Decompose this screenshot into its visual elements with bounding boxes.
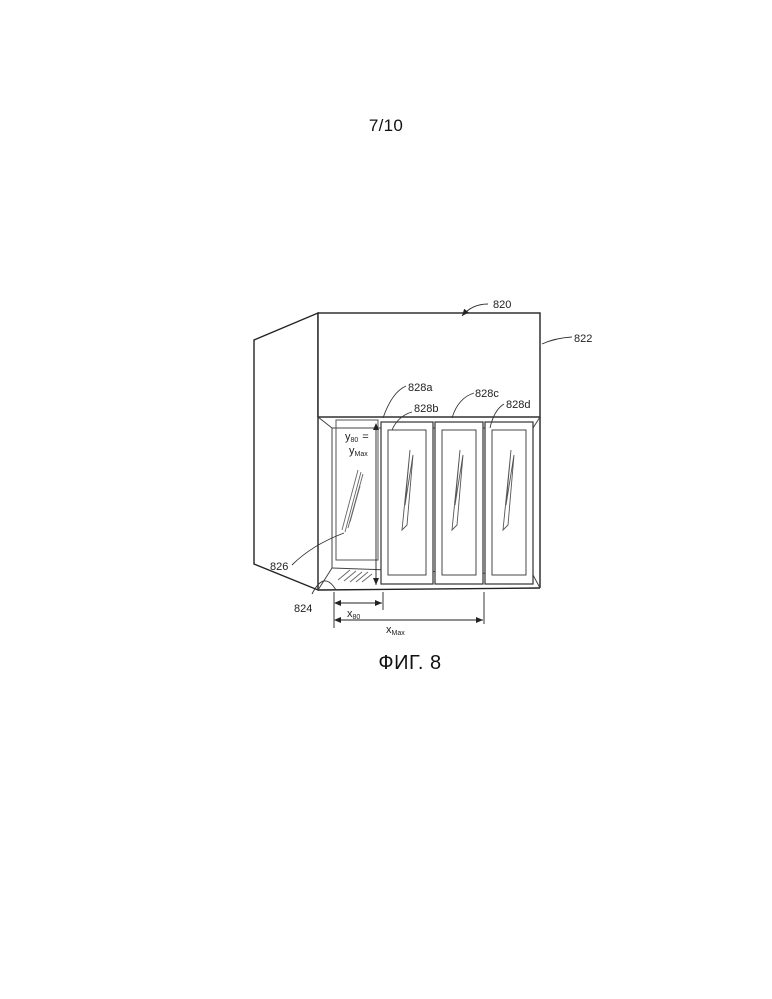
figure-caption: ФИГ. 8 xyxy=(0,652,772,675)
side-panel-glare xyxy=(342,470,363,532)
label-828d: 828d xyxy=(506,399,530,411)
label-824: 824 xyxy=(294,603,312,615)
door-828d xyxy=(485,422,533,584)
label-828b: 828b xyxy=(414,403,438,415)
dim-y80-sub: 80 xyxy=(351,437,359,444)
dim-x80-sub: 80 xyxy=(353,614,361,621)
cabinet-bottom-edge xyxy=(318,588,540,590)
dim-equals: = xyxy=(362,431,368,443)
door-828b xyxy=(381,422,433,584)
dim-y80-label: y80= xyxy=(345,431,369,444)
interior-floor-left xyxy=(318,568,332,590)
label-828c: 828c xyxy=(475,388,499,400)
leader-822 xyxy=(542,337,572,344)
label-820: 820 xyxy=(493,299,511,311)
side-panel-826 xyxy=(336,420,378,582)
label-822: 822 xyxy=(574,333,592,345)
dim-ymax-sub: Max xyxy=(355,451,369,458)
cabinet-left-face xyxy=(254,313,318,590)
dim-xmax-label: xMax xyxy=(386,624,405,637)
label-826: 826 xyxy=(270,561,288,573)
floor-shading xyxy=(338,570,372,582)
dim-xmax-sub: Max xyxy=(392,630,406,637)
dim-x80-label: x80 xyxy=(347,608,360,621)
label-828a: 828a xyxy=(408,382,433,394)
dim-ymax-label: yMax xyxy=(349,445,368,458)
